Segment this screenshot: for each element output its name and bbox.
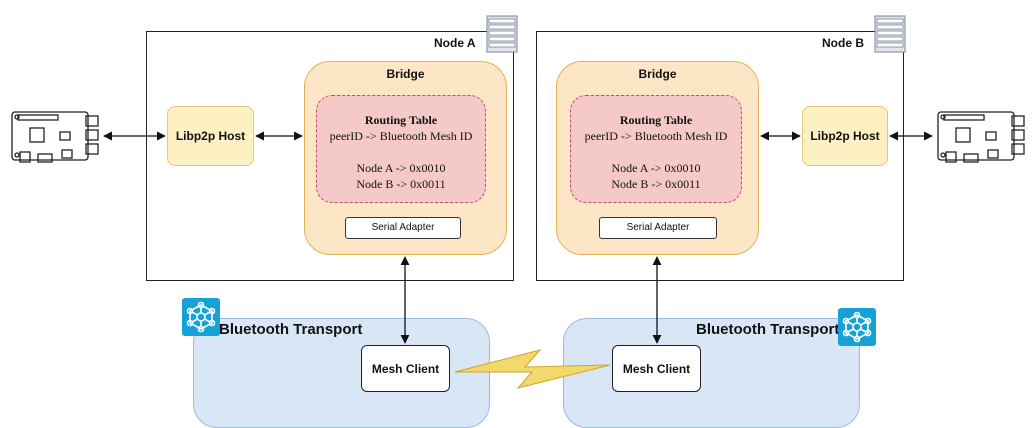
mesh-client-left: Mesh Client bbox=[361, 345, 450, 392]
libp2p-host-b: Libp2p Host bbox=[802, 106, 888, 166]
raspberry-pi-board-icon bbox=[8, 108, 100, 166]
bluetooth-transport-right-label: Bluetooth Transport bbox=[696, 321, 840, 338]
routing-entry: Node B -> 0x0011 bbox=[611, 177, 701, 191]
routing-table-a: Routing Table peerID -> Bluetooth Mesh I… bbox=[316, 95, 486, 203]
routing-entry: Node B -> 0x0011 bbox=[356, 177, 446, 191]
routing-table-title: Routing Table bbox=[364, 113, 438, 127]
bluetooth-mesh-icon bbox=[838, 308, 876, 346]
routing-entry: Node A -> 0x0010 bbox=[611, 161, 701, 175]
connectors-layer bbox=[103, 131, 933, 389]
mesh-client-right: Mesh Client bbox=[612, 345, 701, 392]
serial-adapter-b: Serial Adapter bbox=[599, 217, 717, 239]
routing-table-title: Routing Table bbox=[619, 113, 693, 127]
libp2p-host-a: Libp2p Host bbox=[167, 106, 254, 166]
bridge-b-title: Bridge bbox=[638, 67, 677, 81]
lightning-link-icon bbox=[454, 349, 611, 389]
node-b-title: Node B bbox=[822, 36, 864, 50]
routing-table-subtitle: peerID -> Bluetooth Mesh ID bbox=[584, 129, 728, 143]
raspberry-pi-board-icon bbox=[934, 108, 1026, 166]
routing-entry: Node A -> 0x0010 bbox=[356, 161, 446, 175]
server-rack-icon bbox=[484, 14, 520, 54]
routing-table-subtitle: peerID -> Bluetooth Mesh ID bbox=[329, 129, 473, 143]
node-a-title: Node A bbox=[434, 36, 476, 50]
bluetooth-mesh-icon bbox=[182, 298, 220, 336]
server-rack-icon bbox=[872, 14, 908, 54]
bridge-a-title: Bridge bbox=[386, 67, 425, 81]
bluetooth-transport-left-label: Bluetooth Transport bbox=[219, 321, 363, 338]
serial-adapter-a: Serial Adapter bbox=[345, 217, 461, 239]
routing-table-b: Routing Table peerID -> Bluetooth Mesh I… bbox=[570, 95, 742, 203]
